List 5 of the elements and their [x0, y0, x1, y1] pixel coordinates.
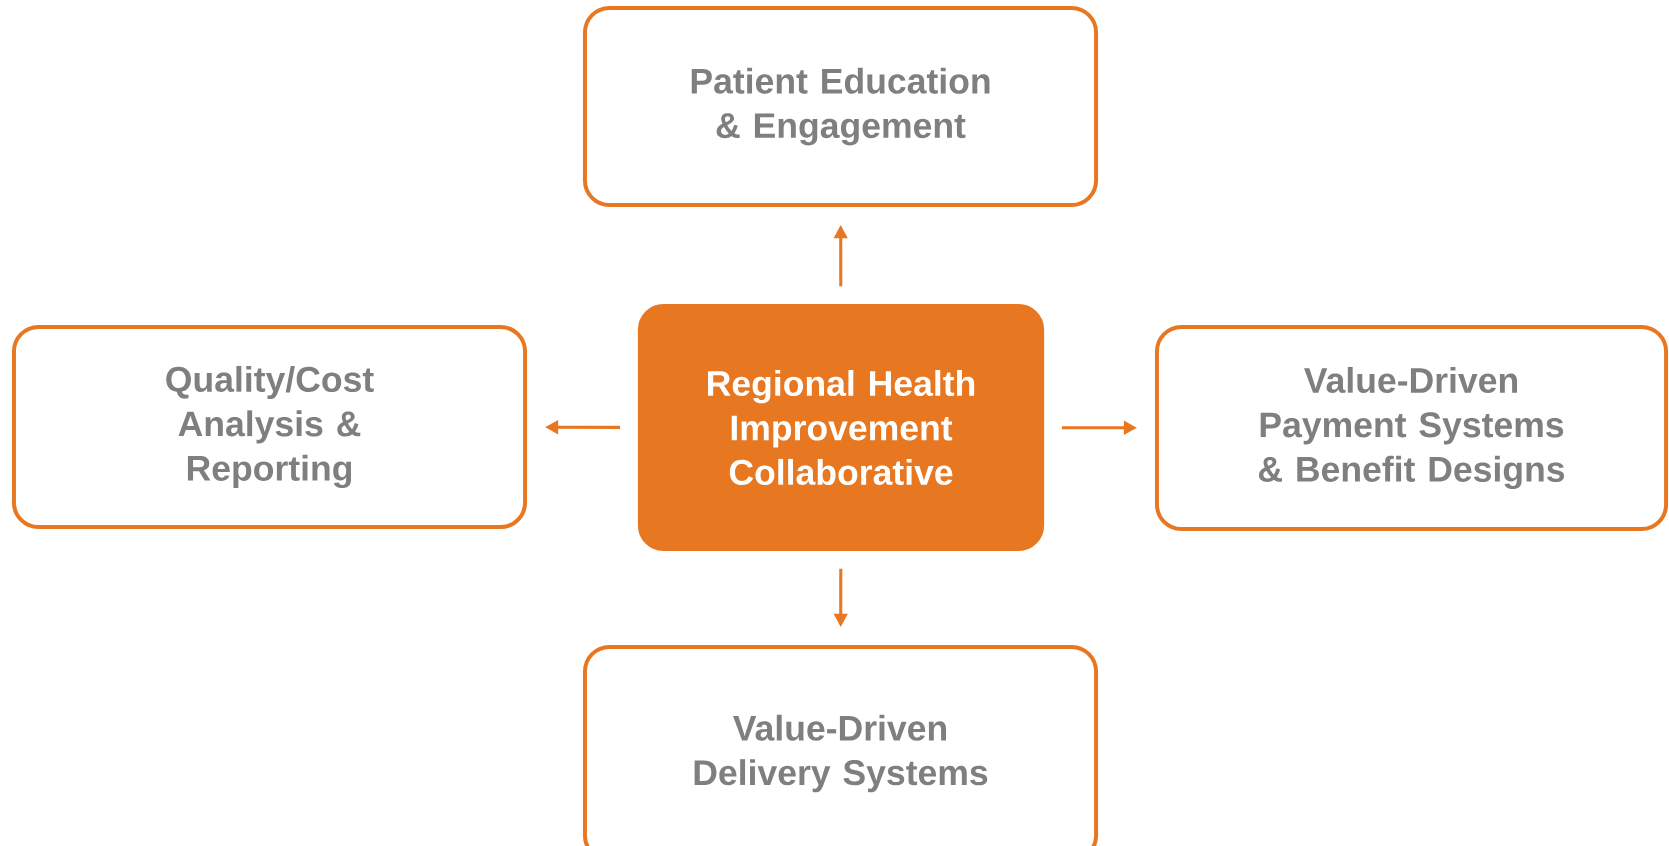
- process-box: Patient Education & Engagement: [582, 5, 1099, 208]
- center-box: Regional Health Improvement Collaborative: [637, 303, 1045, 552]
- process-box: Value-Driven Payment Systems & Benefit Designs: [1154, 325, 1669, 531]
- process-box: Quality/Cost Analysis & Reporting: [11, 325, 528, 529]
- process-box: Value-Driven Delivery Systems: [582, 644, 1099, 846]
